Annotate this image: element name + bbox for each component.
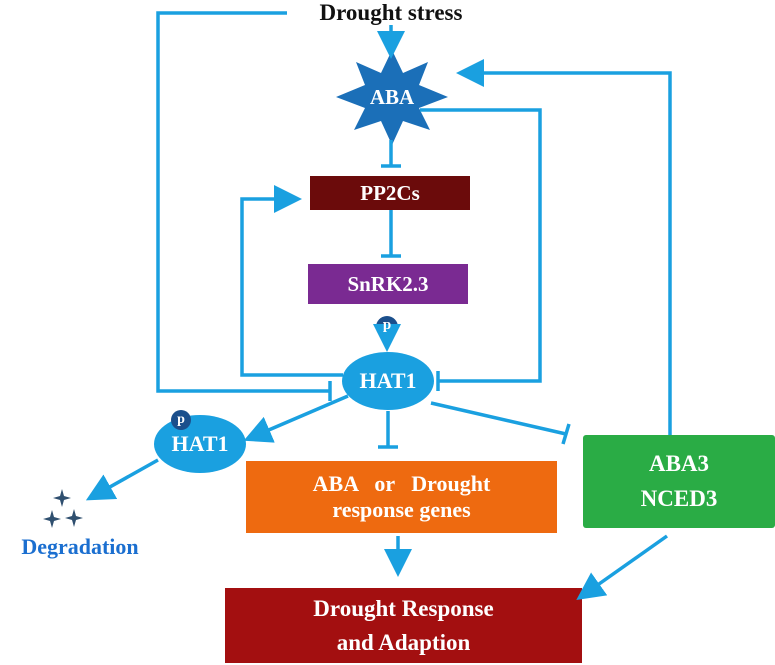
sparkles-icon <box>43 489 83 528</box>
aba3-nced3-box <box>583 435 775 528</box>
aba-label: ABA <box>369 84 415 109</box>
phospho-mark-label: p <box>177 411 185 427</box>
hat1-phospho-node <box>154 415 246 473</box>
edge-drought-hat1-loop <box>156 11 330 393</box>
hat1-node <box>342 352 434 410</box>
phospho-mark-label: p <box>382 317 392 334</box>
snrk-label: SnRK2.3 <box>347 271 429 296</box>
hat1-phosphorylated-label: HAT1 <box>171 431 229 457</box>
pp2cs-label: PP2Cs <box>360 180 420 205</box>
response-genes-line-2: response genes <box>332 497 471 522</box>
edge-hat1-aba3 <box>430 401 567 436</box>
drought-response-line-2: and Adaption <box>336 629 471 655</box>
response-genes-box <box>246 461 557 533</box>
nced3-label: NCED3 <box>640 485 718 511</box>
drought-response-label: Drought Response and Adaption <box>225 588 582 663</box>
edge-hat1-pp2cs <box>240 185 343 377</box>
aba-star-icon <box>336 50 448 145</box>
response-genes-line-1: ABA or Drought <box>312 471 491 497</box>
edge-hat1-phosphorylated <box>243 394 349 443</box>
edge-aba3-aba <box>456 59 672 435</box>
aba3-label: ABA3 <box>648 451 710 476</box>
edge-hat1p-degradation <box>85 458 159 501</box>
edge-aba3-response <box>576 534 669 601</box>
edge-aba-hat1-loop <box>420 108 542 383</box>
hat1-label: HAT1 <box>359 368 417 394</box>
response-genes-label: ABA or Drought response genes <box>246 461 557 533</box>
drought-response-box <box>225 588 582 663</box>
pp2cs-box <box>310 176 470 210</box>
snrk-box <box>308 264 468 304</box>
drought-stress-label: Drought stress <box>319 0 463 26</box>
phospho-mark-icon <box>171 410 191 430</box>
aba3-nced3-label: ABA3 NCED3 <box>583 435 775 528</box>
degradation-label: Degradation <box>21 534 139 560</box>
drought-response-line-1: Drought Response <box>313 596 494 622</box>
